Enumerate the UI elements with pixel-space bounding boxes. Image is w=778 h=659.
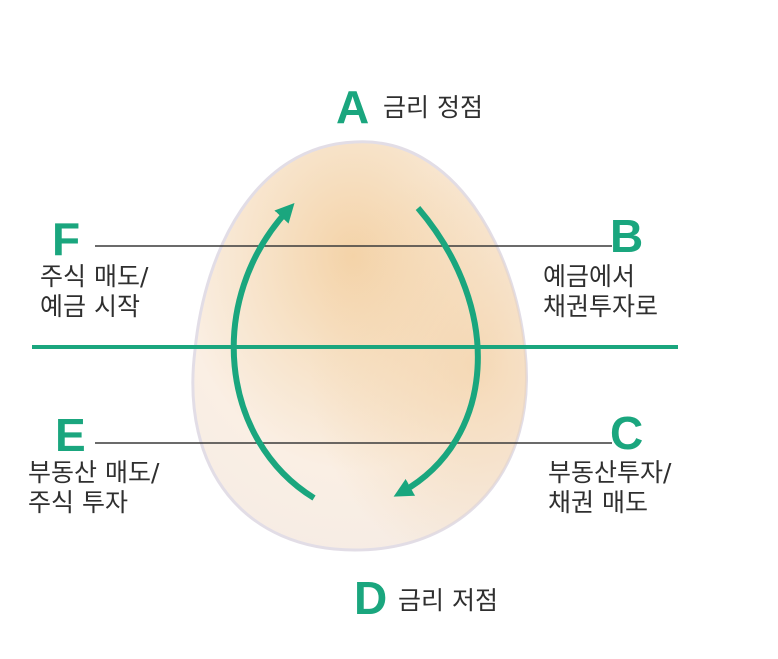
label-e-line-2: 주식 투자 bbox=[28, 488, 128, 517]
label-b-line-1: 예금에서 bbox=[543, 262, 636, 291]
letter-d: D bbox=[354, 572, 388, 624]
label-a-line-1: 금리 정점 bbox=[383, 93, 483, 122]
label-f: 주식 매도/ 예금 시작 bbox=[40, 262, 148, 322]
letter-f: F bbox=[52, 213, 81, 265]
label-e-line-1: 부동산 매도/ bbox=[28, 458, 160, 487]
label-c-line-1: 부동산투자/ bbox=[548, 458, 672, 487]
letter-e: E bbox=[55, 409, 86, 461]
right-down-arrow bbox=[393, 206, 481, 497]
label-f-line-1: 주식 매도/ bbox=[40, 262, 149, 291]
label-a: 금리 정점 bbox=[383, 93, 483, 123]
label-c-line-2: 채권 매도 bbox=[548, 488, 648, 517]
left-up-arrow bbox=[230, 202, 316, 501]
label-d-line-1: 금리 저점 bbox=[398, 586, 498, 615]
label-f-line-2: 예금 시작 bbox=[40, 292, 140, 321]
label-c: 부동산투자/ 채권 매도 bbox=[548, 458, 671, 518]
label-e: 부동산 매도/ 주식 투자 bbox=[28, 458, 159, 518]
label-b: 예금에서 채권투자로 bbox=[543, 262, 658, 322]
label-b-line-2: 채권투자로 bbox=[543, 292, 659, 321]
label-d: 금리 저점 bbox=[398, 586, 498, 616]
letter-b: B bbox=[610, 210, 644, 262]
letter-c: C bbox=[610, 407, 644, 459]
letter-a: A bbox=[336, 81, 370, 133]
